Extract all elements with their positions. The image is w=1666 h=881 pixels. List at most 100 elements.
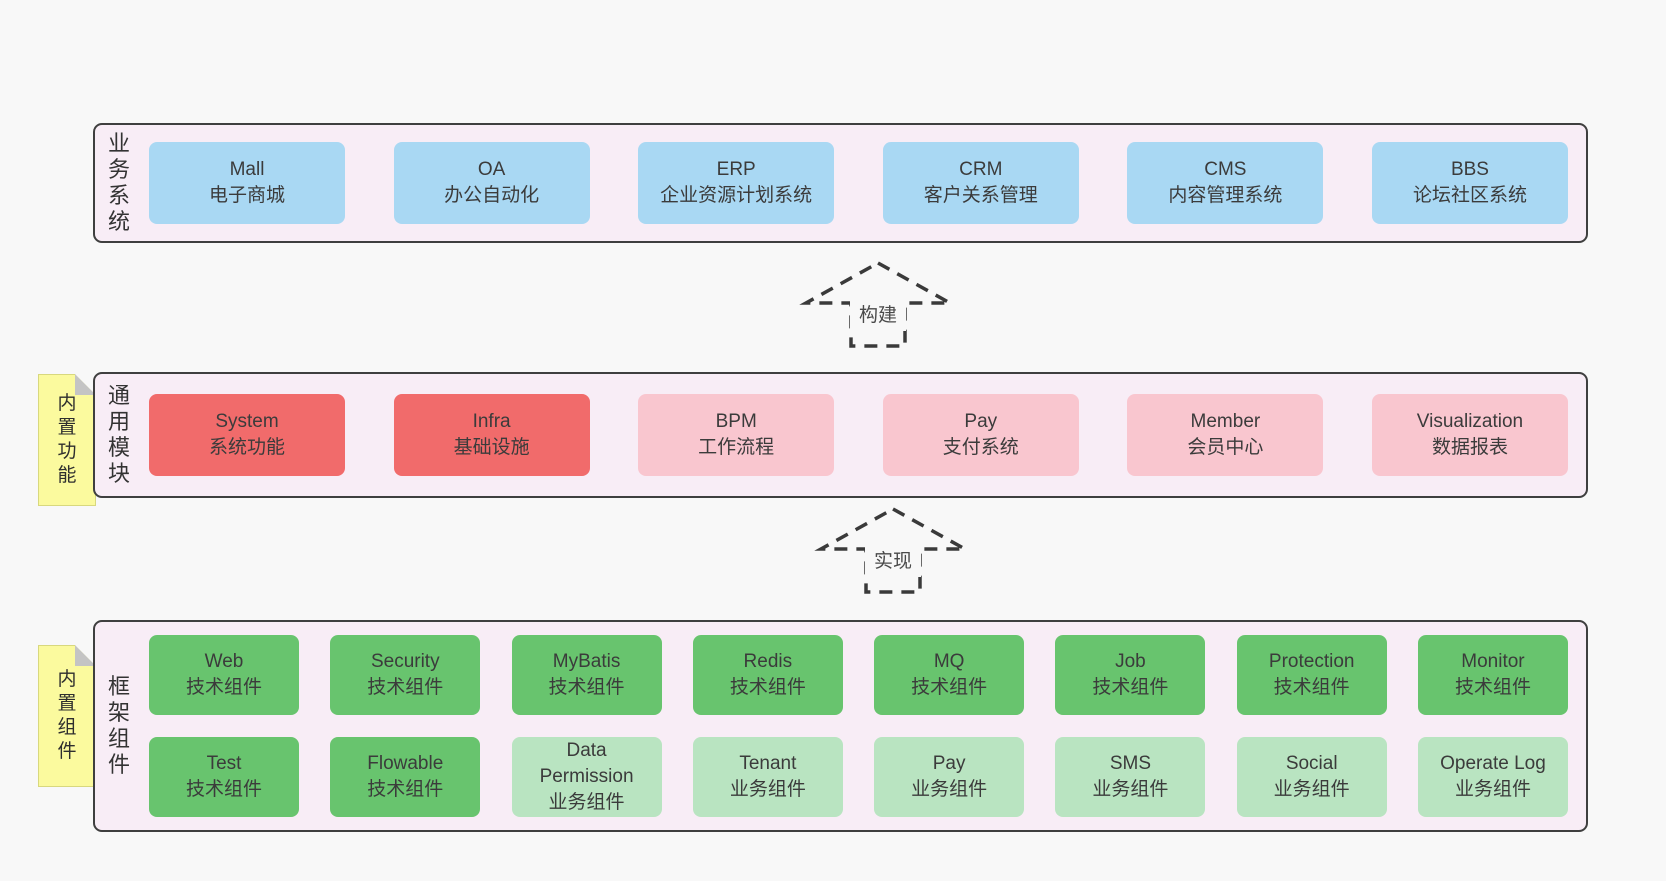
box-name-en: MQ bbox=[933, 651, 965, 672]
box-name-en: Member bbox=[1190, 411, 1261, 432]
box-name-en: Flowable bbox=[367, 753, 444, 774]
build-arrow-label: 构建 bbox=[859, 304, 897, 326]
box-test: Test 技术组件 bbox=[149, 737, 299, 817]
box-name-en: Mall bbox=[229, 159, 265, 180]
box-infra: Infra 基础设施 bbox=[393, 394, 590, 476]
box-name-zh: 技术组件 bbox=[185, 677, 262, 698]
box-mall: Mall 电子商城 bbox=[149, 142, 345, 224]
section-label-char: 框 bbox=[107, 674, 130, 699]
panel-label-framework-components: 框架组件 bbox=[95, 622, 143, 830]
box-name-en: Test bbox=[206, 753, 242, 774]
folded-corner-icon bbox=[75, 645, 96, 666]
box-name-zh: 业务组件 bbox=[548, 792, 625, 813]
box-job: Job 技术组件 bbox=[1055, 635, 1206, 715]
box-name-zh: 支付系统 bbox=[942, 437, 1019, 458]
section-label-char: 组 bbox=[107, 726, 130, 751]
box-name-en: Redis bbox=[743, 651, 793, 672]
tag-label-char: 内 bbox=[57, 669, 77, 690]
box-name-zh: 办公自动化 bbox=[444, 185, 540, 206]
box-row: Mall 电子商城 OA 办公自动化 ERP 企业资源计划系统 CRM 客户关系管理 CMS 内容… bbox=[149, 142, 1568, 224]
section-label-char: 通 bbox=[107, 383, 130, 408]
box-name-en: CMS bbox=[1204, 159, 1247, 180]
box-name-en: Monitor bbox=[1461, 651, 1525, 672]
box-flowable: Flowable 技术组件 bbox=[330, 737, 481, 817]
section-label-char: 模 bbox=[107, 435, 130, 460]
box-name-zh: 技术组件 bbox=[548, 677, 625, 698]
section-label-char: 业 bbox=[107, 131, 130, 156]
box-name-en: Infra bbox=[472, 411, 511, 432]
tag-built-in-components: 内置组件 bbox=[38, 645, 96, 787]
box-monitor: Monitor 技术组件 bbox=[1417, 635, 1568, 715]
box-name-en: Operate Log bbox=[1440, 753, 1546, 774]
box-name-en: CRM bbox=[959, 159, 1003, 180]
panel-business-systems: 业务系统 Mall 电子商城 OA 办公自动化 ERP 企业资源计划系统 CRM 客户关系管理… bbox=[93, 123, 1588, 243]
box-name-en: Web bbox=[204, 651, 244, 672]
box-name-zh: 业务组件 bbox=[1273, 779, 1350, 800]
tag-label-char: 内 bbox=[57, 393, 77, 414]
box-name-en: OA bbox=[477, 159, 506, 180]
box-name-zh: 电子商城 bbox=[208, 185, 285, 206]
box-name-en: Job bbox=[1115, 651, 1146, 672]
implement-arrow-label: 实现 bbox=[874, 550, 912, 572]
box-name-en: System bbox=[215, 411, 279, 432]
tag-label-char: 置 bbox=[57, 417, 77, 438]
box-name-en: Visualization bbox=[1416, 411, 1524, 432]
box-name-en: BPM bbox=[715, 411, 757, 432]
box-name-zh: 技术组件 bbox=[185, 779, 262, 800]
box-erp: ERP 企业资源计划系统 bbox=[638, 142, 835, 224]
tag-label-char: 置 bbox=[57, 693, 77, 714]
box-name-en: Tenant bbox=[739, 753, 797, 774]
section-label-char: 架 bbox=[107, 700, 130, 725]
box-name-zh: 业务组件 bbox=[1454, 779, 1531, 800]
box-name-zh: 内容管理系统 bbox=[1168, 185, 1283, 206]
box-name-zh: 企业资源计划系统 bbox=[660, 185, 813, 206]
box-name-en: BBS bbox=[1450, 159, 1489, 180]
box-member: Member 会员中心 bbox=[1127, 394, 1324, 476]
box-name-zh: 技术组件 bbox=[1454, 677, 1531, 698]
box-redis: Redis 技术组件 bbox=[692, 635, 843, 715]
box-name-zh: 会员中心 bbox=[1187, 437, 1264, 458]
box-sms: SMS 业务组件 bbox=[1055, 737, 1206, 817]
box-name-en: SMS bbox=[1109, 753, 1151, 774]
box-visualization: Visualization 数据报表 bbox=[1371, 394, 1568, 476]
box-oa: OA 办公自动化 bbox=[393, 142, 590, 224]
box-name-en: Protection bbox=[1268, 651, 1355, 672]
box-web: Web 技术组件 bbox=[149, 635, 299, 715]
section-label-char: 块 bbox=[107, 461, 130, 486]
box-name-en: Pay bbox=[932, 753, 966, 774]
box-name-zh: 业务组件 bbox=[729, 779, 806, 800]
box-name-zh: 业务组件 bbox=[1092, 779, 1169, 800]
box-cms: CMS 内容管理系统 bbox=[1127, 142, 1324, 224]
implement-arrow-icon: 实现 bbox=[814, 506, 972, 594]
box-name-zh: 工作流程 bbox=[698, 437, 775, 458]
box-name-zh: 技术组件 bbox=[367, 779, 444, 800]
box-name-zh: 数据报表 bbox=[1431, 437, 1508, 458]
box-name-zh: 技术组件 bbox=[1092, 677, 1169, 698]
box-operate-log: Operate Log 业务组件 bbox=[1417, 737, 1568, 817]
panel-label-business-systems: 业务系统 bbox=[95, 125, 143, 241]
box-name-zh: 基础设施 bbox=[453, 437, 530, 458]
box-name-zh: 技术组件 bbox=[729, 677, 806, 698]
box-bpm: BPM 工作流程 bbox=[638, 394, 835, 476]
box-crm: CRM 客户关系管理 bbox=[882, 142, 1079, 224]
box-tenant: Tenant 业务组件 bbox=[692, 737, 843, 817]
box-name-zh: 客户关系管理 bbox=[923, 185, 1038, 206]
tag-label-char: 功 bbox=[57, 441, 77, 462]
panel-label-common-modules: 通用模块 bbox=[95, 374, 143, 496]
section-label-char: 系 bbox=[107, 183, 130, 208]
box-name-zh: 系统功能 bbox=[208, 437, 285, 458]
tag-label-char: 组 bbox=[57, 717, 77, 738]
tag-label-char: 件 bbox=[57, 741, 77, 762]
box-name-en: ERP bbox=[716, 159, 756, 180]
